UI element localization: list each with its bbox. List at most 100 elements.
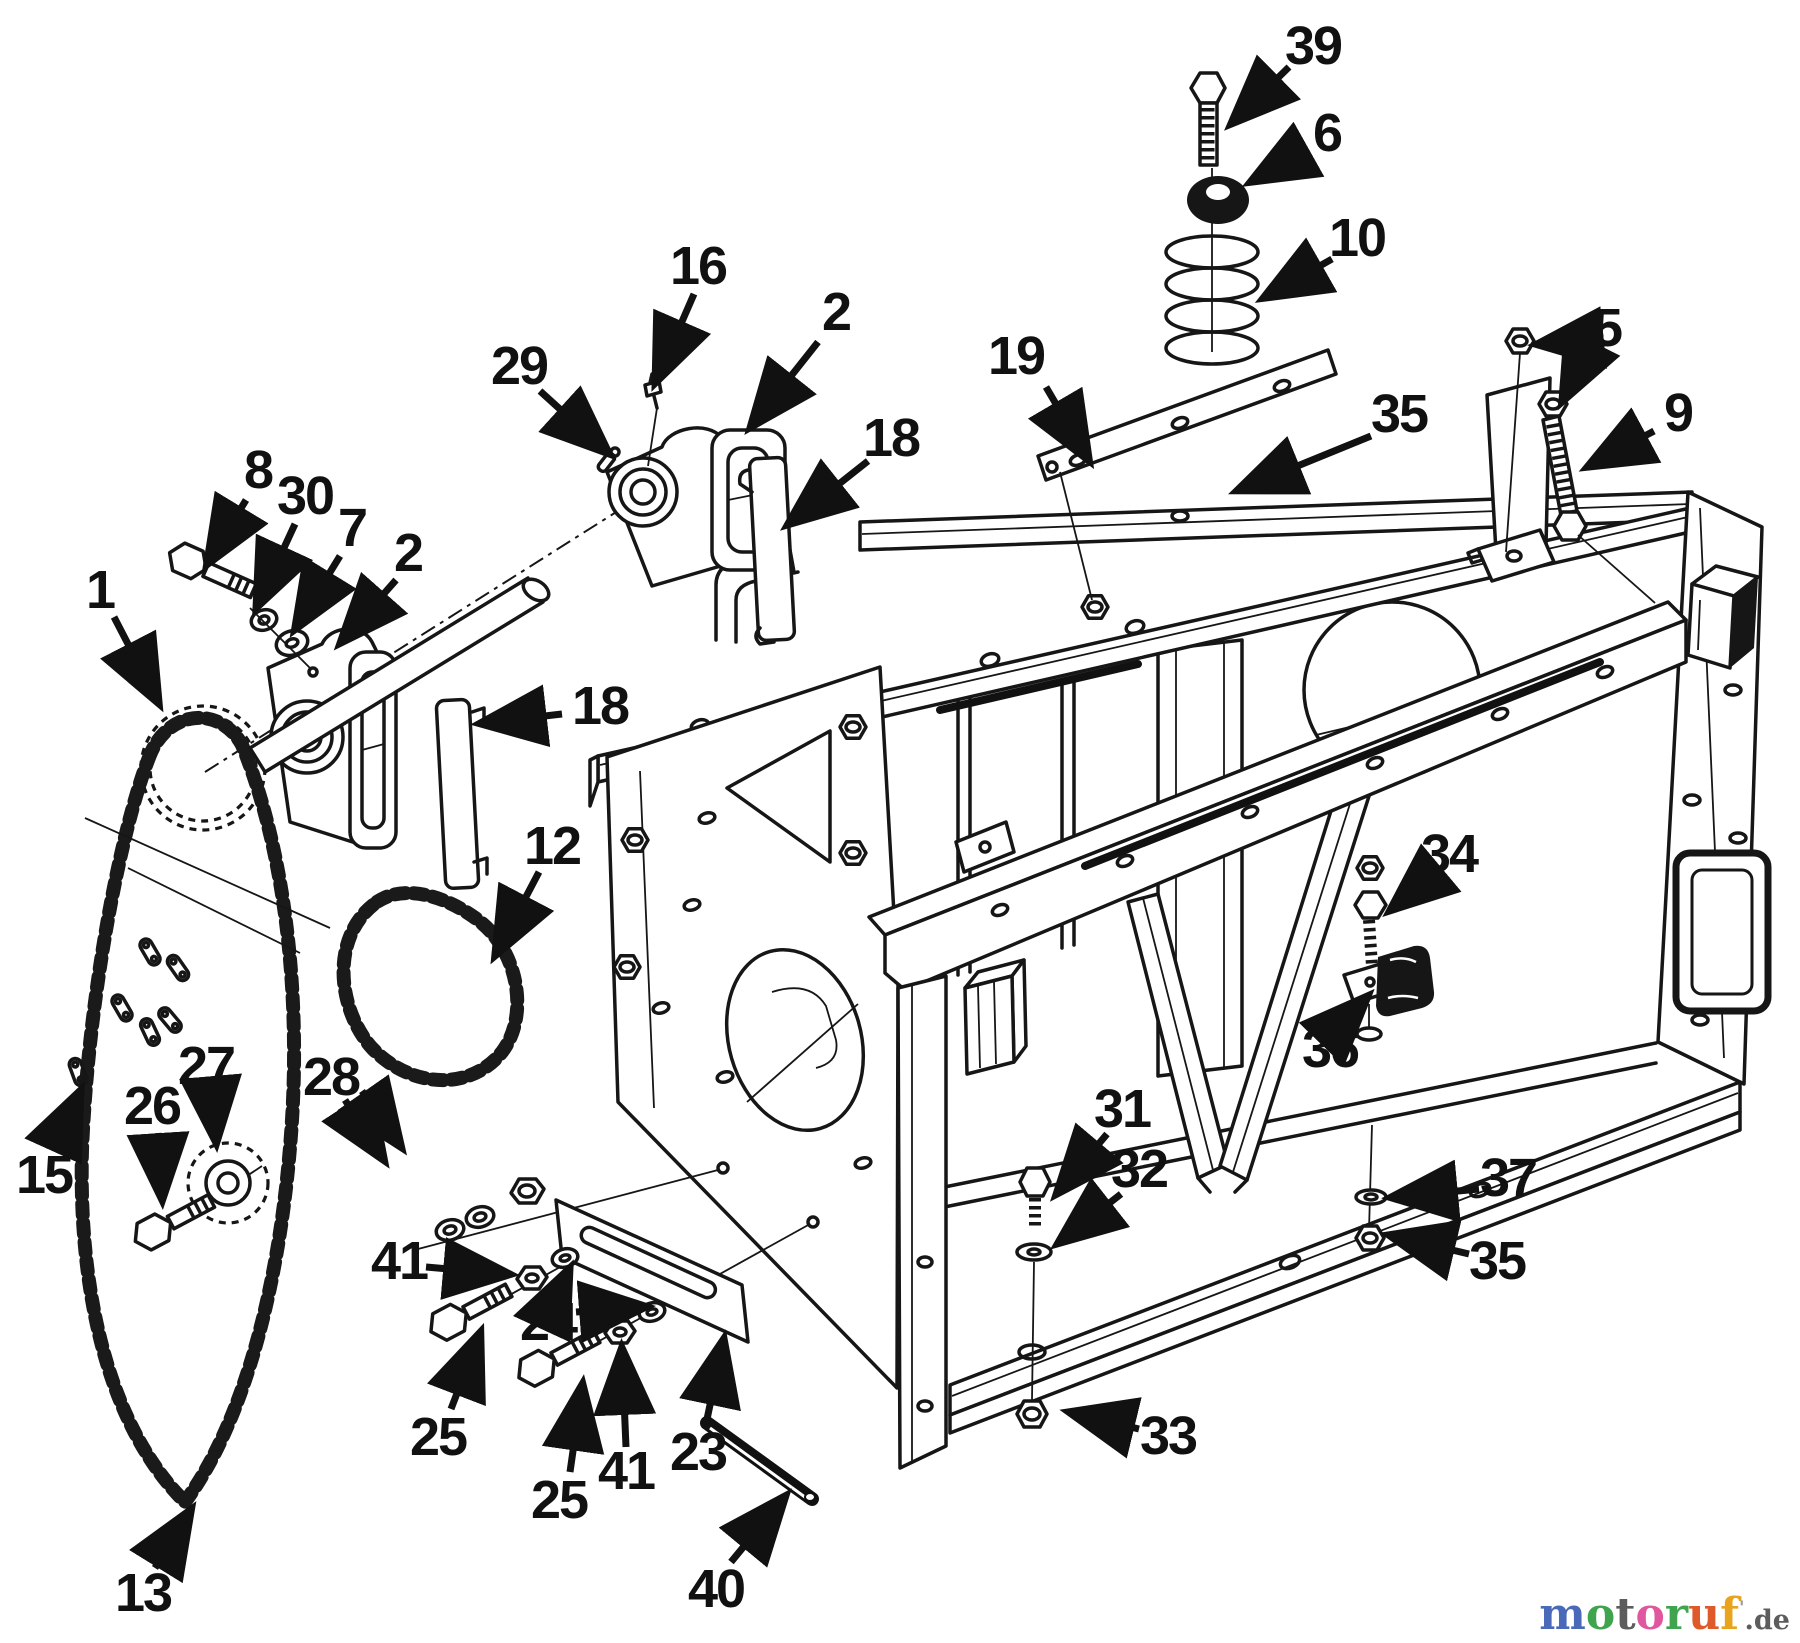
- callout-label-29-23: 29: [491, 336, 548, 396]
- watermark-letter: o: [1585, 1589, 1616, 1640]
- bearing-housing-upper: [605, 426, 787, 588]
- callout-label-39-33: 39: [1285, 16, 1342, 76]
- strap-19: [1036, 348, 1338, 601]
- frame-diagonal-rail: [867, 600, 1688, 1041]
- bumper-block-upper: [1686, 564, 1760, 670]
- callout-label-7-5: 7: [338, 498, 366, 558]
- callout-arrow-6: [1241, 121, 1325, 187]
- callout-label-31-25: 31: [1094, 1079, 1151, 1139]
- callout-label-25-18: 25: [410, 1407, 467, 1467]
- callout-label-35-29: 35: [1371, 384, 1428, 444]
- callout-arrow-5: [1557, 327, 1621, 411]
- watermark-letter: m: [1539, 1589, 1586, 1640]
- idler-sprocket-27-bolt-26: [133, 1141, 270, 1252]
- hex-flange-nut: [838, 839, 868, 867]
- callout-arrow-28: [337, 1074, 408, 1156]
- callout-label-5-3: 5: [1593, 298, 1622, 358]
- watermark-letter: u: [1688, 1589, 1721, 1640]
- callout-label-13-10: 13: [115, 1563, 172, 1623]
- callout-arrow-41: [593, 1338, 657, 1448]
- master-link: [138, 937, 162, 967]
- hex-flange-nut: [1355, 854, 1385, 882]
- watermark-tld: .de: [1744, 1605, 1790, 1636]
- callout-arrow-24: [575, 1280, 656, 1344]
- callout-arrow-23: [679, 1329, 741, 1425]
- callout-arrow-25: [427, 1322, 486, 1411]
- callout-label-6-4: 6: [1313, 103, 1342, 163]
- callout-arrow-27: [179, 1073, 242, 1153]
- master-link: [157, 1006, 183, 1034]
- callout-arrow-37: [1381, 1159, 1480, 1223]
- callout-arrow-2: [744, 339, 821, 435]
- callout-arrow-34: [1382, 843, 1462, 917]
- callout-label-23-16: 23: [670, 1422, 727, 1482]
- frame-corner-post: [896, 974, 948, 1470]
- callout-label-28-22: 28: [303, 1047, 360, 1107]
- guide-plate-18-lower: [434, 697, 489, 891]
- frame-v-brace: [1126, 780, 1372, 1194]
- watermark-letter: o: [1635, 1589, 1665, 1640]
- callout-label-35-30: 35: [1469, 1231, 1526, 1291]
- callout-label-15-11: 15: [16, 1145, 73, 1205]
- callout-arrow-25: [541, 1374, 605, 1473]
- master-link: [165, 953, 191, 983]
- callout-arrow-39: [1224, 54, 1302, 131]
- callout-arrow-30: [252, 522, 314, 617]
- master-link: [110, 993, 134, 1023]
- callout-label-8-6: 8: [244, 440, 273, 500]
- callout-arrow-35: [1379, 1219, 1470, 1282]
- bolt-34-clamp-36-group: [1342, 890, 1435, 1042]
- watermark-letter: t: [1615, 1589, 1636, 1640]
- callout-label-40-34: 40: [688, 1559, 744, 1619]
- callout-label-19-15: 19: [988, 326, 1045, 386]
- callout-arrow-15: [24, 1081, 85, 1165]
- callout-label-16-12: 16: [670, 236, 727, 296]
- callout-arrow-32: [1049, 1177, 1131, 1250]
- callout-arrow-40: [718, 1488, 792, 1568]
- callout-arrow-7: [289, 554, 357, 638]
- callout-arrow-24: [512, 1259, 574, 1343]
- callout-label-41-36: 41: [598, 1441, 655, 1501]
- callout-label-33-27: 33: [1140, 1406, 1197, 1466]
- hex-flange-nut: [1080, 593, 1110, 621]
- callout-label-25-19: 25: [531, 1470, 588, 1530]
- bolt-9: [1541, 414, 1656, 604]
- watermark-motoruf-logo: motoruf'.de: [1539, 1593, 1790, 1637]
- misc-leader-lines: [84, 817, 331, 954]
- watermark-letter: r: [1664, 1589, 1689, 1640]
- washer-37-nut-35-group: [1354, 1124, 1388, 1252]
- callout-label-18-14: 18: [572, 676, 629, 736]
- watermark-letter: f: [1720, 1589, 1740, 1640]
- watermark-tick: ': [1739, 1597, 1745, 1619]
- master-link: [138, 1016, 162, 1048]
- callout-label-12-9: 12: [524, 816, 580, 876]
- callout-arrow-9: [1578, 407, 1662, 472]
- hex-flange-nut: [612, 953, 642, 981]
- frame-hex-nuts: [612, 593, 1385, 981]
- hex-flange-nut: [620, 826, 650, 854]
- grommet-6: [1187, 176, 1249, 224]
- master-links-15: [67, 937, 191, 1088]
- callout-label-9-7: 9: [1664, 383, 1693, 443]
- cross-shaft: [248, 576, 551, 774]
- callout-label-32-26: 32: [1111, 1139, 1167, 1199]
- callout-label-36-31: 36: [1302, 1019, 1359, 1079]
- roll-pin-40: [700, 1416, 819, 1506]
- callout-label-2-1: 2: [822, 282, 850, 342]
- callout-label-30-24: 30: [277, 466, 333, 526]
- callout-arrow-16: [651, 292, 712, 392]
- callout-label-2-2: 2: [394, 523, 422, 583]
- bolt-39: [1189, 71, 1227, 167]
- callout-arrow-8: [201, 490, 269, 573]
- callout-arrow-12: [490, 870, 555, 965]
- callout-arrow-19: [1027, 385, 1095, 470]
- callout-label-27-21: 27: [178, 1036, 234, 1096]
- bolt-31-washer-32-nut-33-group: [1015, 1166, 1053, 1429]
- callout-arrow-2: [333, 571, 409, 651]
- bumper-block-mid: [963, 958, 1028, 1076]
- callout-label-34-28: 34: [1421, 824, 1479, 884]
- hex-flange-nut: [838, 713, 868, 741]
- callout-label-37-32: 37: [1480, 1148, 1536, 1208]
- callout-arrow-1: [100, 615, 164, 713]
